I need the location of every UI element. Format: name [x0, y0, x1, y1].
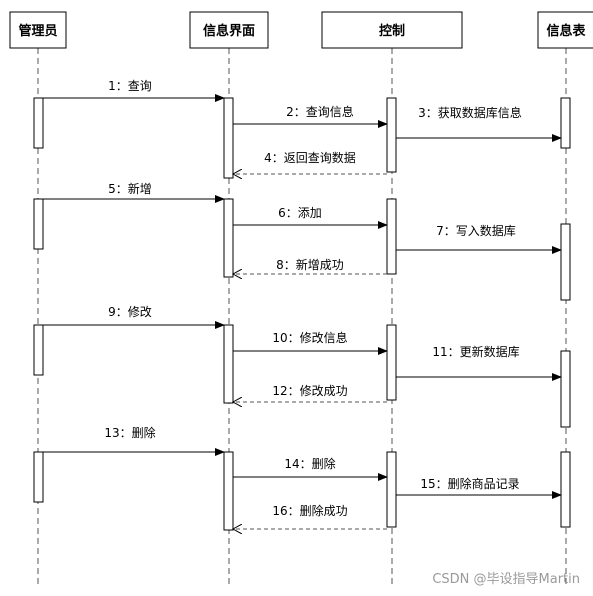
participant-ctrl: 控制 [321, 11, 463, 49]
participant-ctrl-label: 控制 [379, 23, 405, 39]
activation-table [560, 97, 571, 149]
activation-ui [223, 451, 234, 531]
activation-admin [33, 451, 44, 503]
message-label-3: 3：获取数据库信息 [418, 105, 522, 120]
message-label-11: 11：更新数据库 [432, 344, 519, 359]
activation-admin [33, 324, 44, 376]
message-label-1: 1：查询 [108, 79, 152, 93]
message-label-12: 12：修改成功 [272, 383, 347, 398]
message-label-15: 15：删除商品记录 [420, 476, 519, 491]
message-label-7: 7：写入数据库 [436, 223, 516, 238]
participant-table-label: 信息表 [546, 23, 586, 39]
message-label-9: 9：修改 [108, 304, 152, 319]
message-label-10: 10：修改信息 [272, 330, 347, 345]
message-label-13: 13：删除 [104, 425, 155, 440]
activation-ui [223, 97, 234, 179]
activation-admin [33, 198, 44, 250]
activation-table [560, 223, 571, 301]
message-label-14: 14：删除 [284, 456, 335, 471]
activation-ctrl [386, 324, 397, 401]
activation-table [560, 451, 571, 528]
activation-ctrl [386, 198, 397, 275]
activation-ctrl [386, 97, 397, 173]
participant-admin-label: 管理员 [18, 23, 57, 39]
activations [33, 97, 571, 531]
participant-ui: 信息界面 [189, 11, 269, 49]
participant-ui-label: 信息界面 [203, 23, 255, 39]
message-label-5: 5：新增 [108, 181, 152, 196]
activation-ui [223, 198, 234, 278]
message-label-4: 4：返回查询数据 [264, 150, 356, 165]
message-label-16: 16：删除成功 [272, 503, 347, 518]
watermark: CSDN @毕设指导Martin [432, 572, 580, 587]
messages: 1：查询 2：查询信息 3：获取数据库信息 4：返回查询数据 5：新增 6：添加 7：写入数… [43, 79, 562, 529]
message-label-6: 6：添加 [278, 206, 322, 220]
message-label-2: 2：查询信息 [286, 104, 354, 119]
participant-table: 信息表 [537, 11, 593, 49]
activation-admin [33, 97, 44, 149]
activation-ui [223, 324, 234, 404]
activation-ctrl [386, 451, 397, 528]
activation-table [560, 350, 571, 428]
message-label-8: 8：新增成功 [276, 257, 344, 272]
participant-admin: 管理员 [9, 11, 67, 49]
